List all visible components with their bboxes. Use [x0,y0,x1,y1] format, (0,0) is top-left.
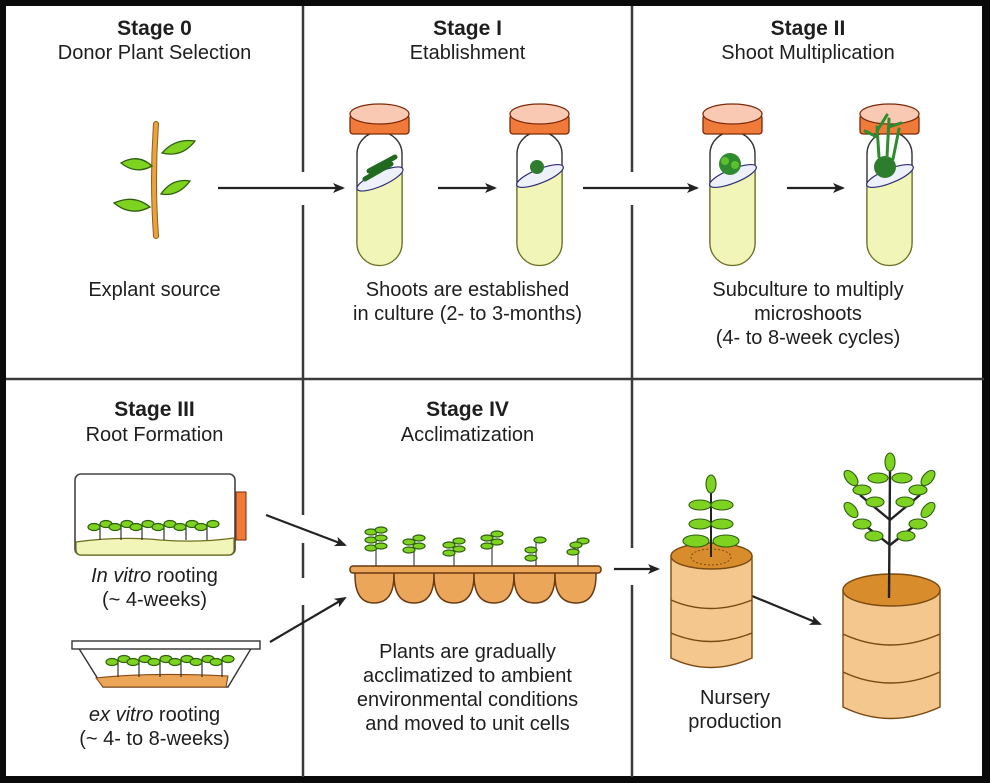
stage-2-subtitle: Shoot Multiplication [721,42,895,64]
stage-0-title: Stage 0 [117,17,192,40]
stage-4-caption-line-2: acclimatized to ambient [363,665,572,687]
large-pot-icon [842,452,941,720]
stage-4-title: Stage IV [426,398,509,421]
small-pot-icon [670,474,753,669]
stage-0-subtitle: Donor Plant Selection [57,42,252,64]
ex-vitro-duration: (~ 4- to 8-weeks) [79,728,230,750]
stage-2-caption-line-2: microshoots [754,303,862,325]
ex-vitro-tray-icon [71,640,261,688]
in-vitro-label: In vitro rooting [6,564,303,588]
ex-vitro-rest: rooting [153,704,221,726]
stage-2-title: Stage II [770,17,846,40]
ex-vitro-caption: ex vitro rooting (~ 4- to 8-weeks) [6,703,303,751]
stage-3-title: Stage III [114,398,195,421]
stage-2-caption-line-1: Subculture to multiply [712,279,904,301]
in-vitro-caption: In vitro rooting (~ 4-weeks) [6,564,303,612]
flow-arrows [218,183,845,643]
nursery-caption-line-2: production [688,711,782,733]
stage-0-caption: Explant source [88,279,221,301]
arrow-exvitro-to-stage4 [269,596,347,643]
stage-4-caption-line-4: and moved to unit cells [365,713,570,735]
in-vitro-container-icon [74,473,247,556]
cell-tray-icon [349,526,602,604]
in-vitro-rest: rooting [151,565,218,587]
arrow-invitro-to-stage4 [265,513,347,547]
stage-2-caption: Subculture to multiply microshoots (4- t… [632,278,984,350]
ex-vitro-label: ex vitro rooting [6,703,303,727]
stage-4-caption-line-1: Plants are gradually [379,641,556,663]
stage-1-title: Stage I [433,17,502,40]
nursery-caption-line-1: Nursery [699,687,770,709]
stage-2-caption-line-3: (4- to 8-week cycles) [715,327,901,349]
ex-vitro-italic: ex vitro [88,704,154,726]
test-tube-icon-stage1-b [509,103,570,267]
test-tube-icon-stage2-a [702,103,763,267]
in-vitro-duration: (~ 4-weeks) [101,589,208,611]
test-tube-icon-stage1-a [349,103,410,267]
stage-4-caption-line-3: environmental conditions [356,689,579,711]
in-vitro-italic: In vitro [91,565,152,587]
stage-1-subtitle: Etablishment [409,42,526,64]
stage-3-subtitle: Root Formation [85,424,224,446]
nursery-caption: Nursery production [680,686,790,734]
stage-1-caption-line-1: Shoots are established [365,279,570,301]
test-tube-icon-stage2-b [859,103,920,267]
stage-4-subtitle: Acclimatization [400,424,535,446]
stage-4-caption: Plants are gradually acclimatized to amb… [303,640,632,736]
grid-lines [6,6,984,777]
arrow-small-pot-to-large-pot [751,594,822,626]
explant-icon [112,121,197,239]
stage-1-caption: Shoots are established in culture (2- to… [303,278,632,326]
stage-1-caption-line-2: in culture (2- to 3-months) [353,303,582,325]
